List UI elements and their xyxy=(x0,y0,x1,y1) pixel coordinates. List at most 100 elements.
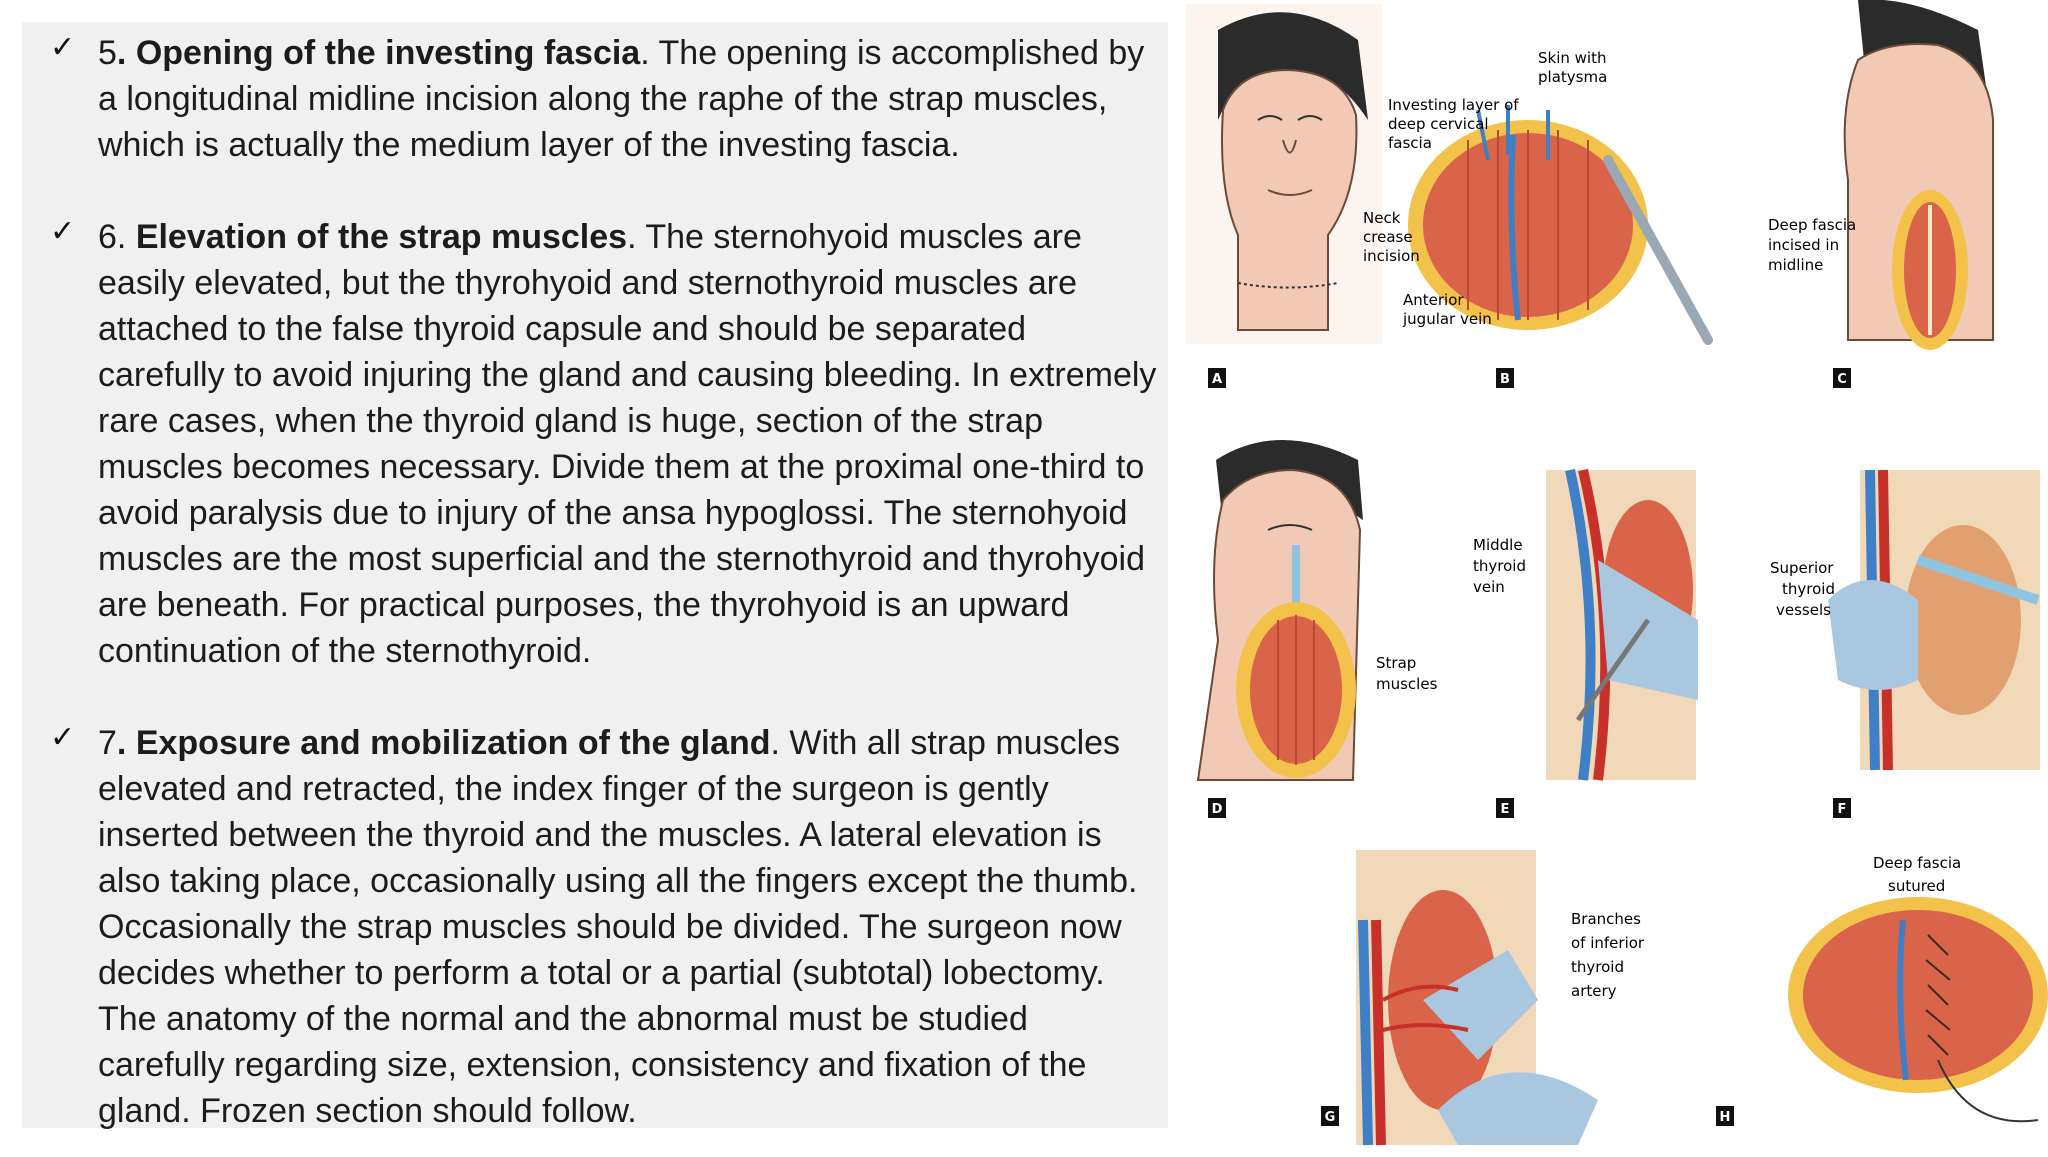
glove-retractor xyxy=(1828,580,1918,690)
step-7: ✓ 7. Exposure and mobilization of the gl… xyxy=(32,720,1158,1134)
hair xyxy=(1218,12,1368,120)
label-c-1: incised in xyxy=(1768,236,1839,254)
inferior-thyroid-branches xyxy=(1382,984,1469,1032)
label-g-2: thyroid xyxy=(1571,958,1624,976)
clamp xyxy=(1575,618,1651,722)
panel-a: A xyxy=(1186,4,1382,388)
label-g-3: artery xyxy=(1571,982,1617,1000)
label-c-0: Deep fascia xyxy=(1768,216,1856,234)
panel-e-letter: E xyxy=(1501,802,1510,817)
panel-d-letter-box xyxy=(1208,798,1226,818)
anterior-jugular-vein xyxy=(1897,919,1909,1081)
label-f-0: Superior xyxy=(1770,559,1834,577)
step-5-title: . Opening of the investing fascia xyxy=(116,34,641,72)
text-panel: ✓ 5. Opening of the investing fascia. Th… xyxy=(22,22,1168,1130)
anterior-jugular-vein xyxy=(1508,134,1521,321)
panel-a-letter: A xyxy=(1212,372,1222,387)
mouth xyxy=(1267,189,1313,196)
step-7-number: 7 xyxy=(98,724,117,762)
panel-h-muscle xyxy=(1803,910,2033,1080)
suture-thread xyxy=(1937,1059,2039,1123)
figure-svg: A Skin with platysma Investing layer of … xyxy=(1186,0,2048,1146)
step-5-body: . The opening is accomplished by a longi… xyxy=(98,34,1145,164)
panel-h-letter-box xyxy=(1716,1106,1734,1126)
label-b-4: fascia xyxy=(1388,134,1432,152)
thyroidectomy-figure: A Skin with platysma Investing layer of … xyxy=(1178,0,2048,1152)
face-neck xyxy=(1221,68,1358,331)
step-6: ✓ 6. Elevation of the strap muscles. The… xyxy=(32,214,1158,674)
eyes xyxy=(1267,524,1313,531)
label-d-0: Strap xyxy=(1376,654,1416,672)
label-b-9: jugular vein xyxy=(1402,310,1492,328)
panel-a-letter-box xyxy=(1208,368,1226,388)
panel-e-letter-box xyxy=(1496,798,1514,818)
step-7-text: 7. Exposure and mobilization of the glan… xyxy=(98,720,1158,1134)
carotid-artery xyxy=(1371,919,1386,1146)
label-c-2: midline xyxy=(1768,256,1823,274)
label-b-8: Anterior xyxy=(1403,291,1464,309)
panel-b-letter-box xyxy=(1496,368,1514,388)
panel-c-letter-box xyxy=(1833,368,1851,388)
eyes xyxy=(1257,115,1323,121)
step-7-body: . With all strap muscles elevated and re… xyxy=(98,724,1138,1130)
step-6-title: Elevation of the strap muscles xyxy=(135,218,628,256)
panel-f-letter-box xyxy=(1833,798,1851,818)
panel-b: Skin with platysma Investing layer of de… xyxy=(1363,49,1713,388)
jugular-vein xyxy=(1565,468,1596,781)
check-icon: ✓ xyxy=(50,214,76,249)
label-f-2: vessels xyxy=(1776,601,1831,619)
panel-b-letter: B xyxy=(1500,372,1510,387)
label-b-5: Neck xyxy=(1363,209,1401,227)
label-b-2: Investing layer of xyxy=(1388,96,1519,114)
tube xyxy=(1292,545,1300,605)
label-e-0: Middle xyxy=(1473,536,1523,554)
nose xyxy=(1282,139,1297,154)
label-e-1: thyroid xyxy=(1473,557,1526,575)
panel-h-letter: H xyxy=(1720,1110,1731,1125)
label-h-1: sutured xyxy=(1888,877,1945,895)
glove-retractor xyxy=(1598,560,1698,700)
panel-g: Branches of inferior thyroid artery G xyxy=(1321,850,1645,1146)
panel-g-letter-box xyxy=(1321,1106,1339,1126)
retracted-vessels xyxy=(1476,105,1550,161)
panel-c: Deep fascia incised in midline C xyxy=(1768,0,1994,388)
thyroid-lobe xyxy=(1905,525,2021,715)
label-d-1: muscles xyxy=(1376,675,1438,693)
label-b-0: Skin with xyxy=(1538,49,1606,67)
label-b-7: incision xyxy=(1363,247,1420,265)
panel-h: Deep fascia sutured H xyxy=(1716,854,2048,1126)
panel-e: Middle thyroid vein E xyxy=(1473,468,1698,818)
label-h-0: Deep fascia xyxy=(1873,854,1961,872)
neck-crease-incision-line xyxy=(1237,282,1339,289)
step-7-title: . Exposure and mobilization of the gland xyxy=(116,724,771,762)
label-g-1: of inferior xyxy=(1571,934,1645,952)
panel-f: Superior thyroid vessels F xyxy=(1770,469,2040,818)
sutures xyxy=(1925,934,1951,1056)
step-5-number: 5 xyxy=(98,34,117,72)
panel-d-letter: D xyxy=(1212,802,1223,817)
check-icon: ✓ xyxy=(50,30,76,65)
step-5-text: 5. Opening of the investing fascia. The … xyxy=(98,30,1158,168)
step-6-text: 6. Elevation of the strap muscles. The s… xyxy=(98,214,1158,674)
panel-g-letter: G xyxy=(1325,1110,1336,1125)
label-b-3: deep cervical xyxy=(1388,115,1489,133)
scalpel xyxy=(1603,155,1713,345)
glove-retractor xyxy=(1423,950,1538,1060)
panel-c-letter: C xyxy=(1837,372,1847,387)
label-e-2: vein xyxy=(1473,578,1505,596)
label-b-1: platysma xyxy=(1538,68,1607,86)
check-icon: ✓ xyxy=(50,720,76,755)
label-g-0: Branches xyxy=(1571,910,1641,928)
step-6-body: . The sternohyoid muscles are easily ele… xyxy=(98,218,1157,670)
retracting-hand xyxy=(1438,1072,1598,1145)
muscle-fibers xyxy=(1467,130,1589,320)
step-6-number: 6. xyxy=(98,218,136,256)
panel-f-letter: F xyxy=(1838,802,1847,817)
panel-d: Strap muscles D xyxy=(1196,440,1438,818)
muscle-fibers xyxy=(1277,615,1315,765)
jugular-vein xyxy=(1358,919,1373,1146)
step-5: ✓ 5. Opening of the investing fascia. Th… xyxy=(32,30,1158,168)
label-b-6: crease xyxy=(1363,228,1413,246)
label-f-1: thyroid xyxy=(1782,580,1835,598)
superior-vessel-tie xyxy=(1916,555,2040,605)
